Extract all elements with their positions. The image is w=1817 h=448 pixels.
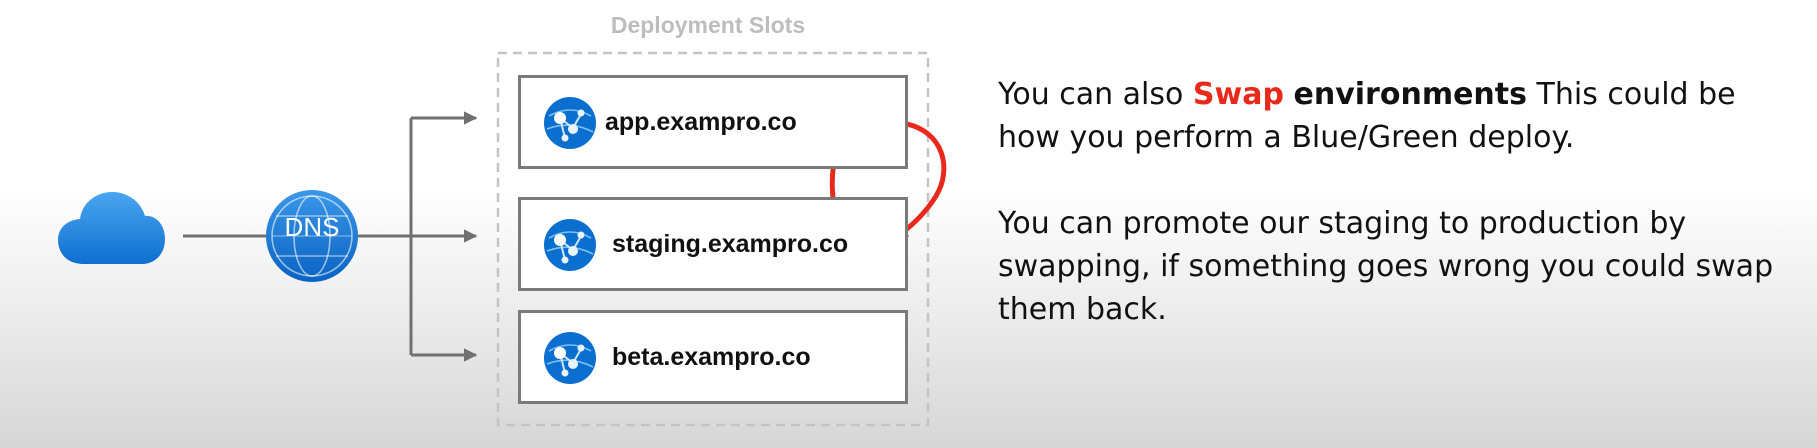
swap-keyword: Swap [1192, 77, 1284, 112]
note-paragraph-promote: You can promote our staging to productio… [998, 206, 1774, 327]
slot-label: staging.exampro.co [612, 230, 849, 258]
deployment-slots-container [496, 51, 930, 427]
slot-label: app.exampro.co [605, 108, 797, 136]
dns-label: DNS [284, 212, 340, 242]
slot-label: beta.exampro.co [612, 343, 811, 371]
note-text: This could be how you perform a Blue/Gre… [998, 77, 1736, 155]
cloud-icon [58, 192, 165, 264]
azure-app-service-icon [544, 332, 596, 384]
slot-staging[interactable]: staging.exampro.co [518, 197, 908, 291]
slot-beta[interactable]: beta.exampro.co [518, 310, 908, 404]
deployment-slots-title: Deployment Slots [610, 12, 806, 38]
azure-app-service-icon [544, 219, 596, 271]
slot-app[interactable]: app.exampro.co [518, 75, 908, 169]
azure-app-service-icon [544, 97, 596, 149]
note-text: You can also [998, 77, 1193, 112]
dns-globe-icon [266, 190, 358, 282]
environments-keyword: environments [1293, 77, 1527, 112]
note-paragraph-swap: You can also Swap environments This coul… [998, 73, 1798, 159]
